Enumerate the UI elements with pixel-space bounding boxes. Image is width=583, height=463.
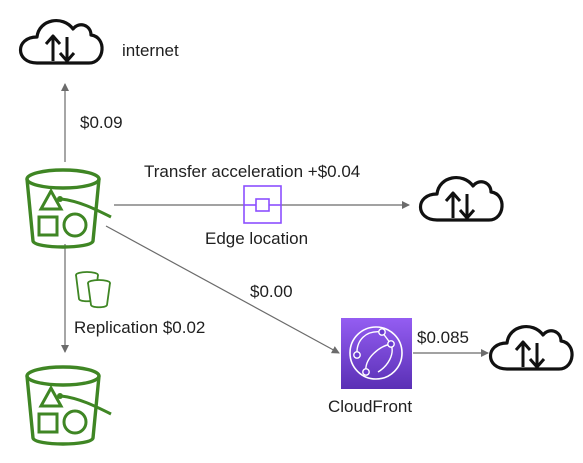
cloudfront-label: CloudFront [328, 397, 413, 416]
edge-location-icon [243, 185, 282, 224]
cloudfront-price-label: $0.00 [250, 282, 293, 301]
arrow-to-cloudfront [105, 225, 340, 354]
replication-label: Replication $0.02 [74, 318, 206, 337]
edge-location-label: Edge location [205, 229, 309, 248]
cloudfront-icon [341, 318, 412, 389]
internet-label: internet [122, 41, 179, 60]
cloudfront-out-price-label: $0.085 [417, 328, 469, 347]
source-s3-bucket-icon [25, 168, 113, 249]
cloud-upload-download-icon [488, 324, 574, 371]
transfer-acceleration-label: Transfer acceleration +$0.04 [144, 162, 361, 181]
s3-replication-icon [75, 271, 111, 309]
internet-price-label: $0.09 [80, 113, 123, 132]
replica-s3-bucket-icon [25, 365, 113, 446]
cloud-upload-download-icon [418, 175, 504, 222]
cloud-upload-download-icon [18, 18, 104, 65]
